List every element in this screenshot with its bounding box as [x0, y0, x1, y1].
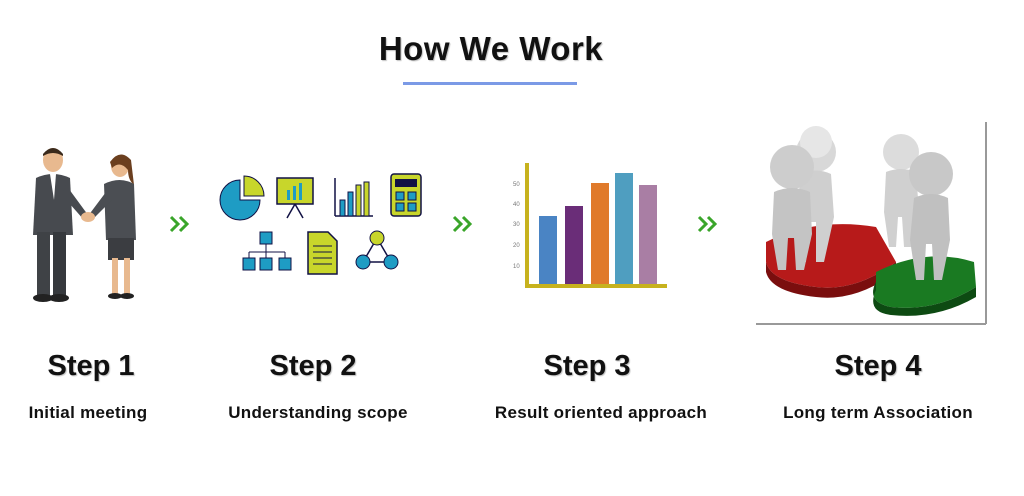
document-icon	[307, 231, 338, 275]
figure-icon	[883, 134, 919, 247]
handshake-icon	[33, 148, 136, 302]
figure-icon	[770, 145, 814, 270]
pie-chart-icon	[219, 175, 265, 221]
step-4-description: Long term Association	[783, 403, 973, 422]
bar	[591, 183, 609, 284]
business-icons	[219, 173, 422, 275]
bar	[615, 173, 633, 284]
calculator-icon	[390, 173, 422, 217]
y-tick: 20	[513, 243, 520, 249]
figure-icon	[909, 152, 953, 280]
bar	[565, 206, 583, 284]
double-chevron-right-icon	[169, 215, 190, 233]
title-underline	[403, 82, 577, 85]
small-bar-chart-icon	[334, 178, 373, 217]
step-1-description: Initial meeting	[28, 403, 148, 422]
step-2-description: Understanding scope	[228, 403, 408, 422]
step-2-title: Step 2	[269, 350, 357, 382]
org-chart-icon	[242, 231, 292, 271]
page-title: How We Work	[378, 30, 604, 67]
y-tick: 10	[513, 264, 520, 270]
network-icon	[355, 230, 399, 270]
step-3-title: Step 3	[543, 350, 631, 382]
bar-chart-icon: 50 40 30 20 10	[513, 163, 667, 288]
step-4-title: Step 4	[834, 350, 922, 382]
step-1-title: Step 1	[47, 350, 135, 382]
double-chevron-right-icon	[452, 215, 473, 233]
y-tick: 30	[513, 222, 520, 228]
y-tick: 50	[513, 182, 520, 188]
bar	[539, 216, 557, 284]
presentation-board-icon	[276, 177, 314, 219]
puzzle-people-icon	[756, 122, 987, 325]
bar	[639, 185, 657, 284]
step-3-description: Result oriented approach	[494, 403, 708, 422]
y-tick: 40	[513, 202, 520, 208]
double-chevron-right-icon	[697, 215, 718, 233]
figure-icon	[800, 126, 832, 158]
